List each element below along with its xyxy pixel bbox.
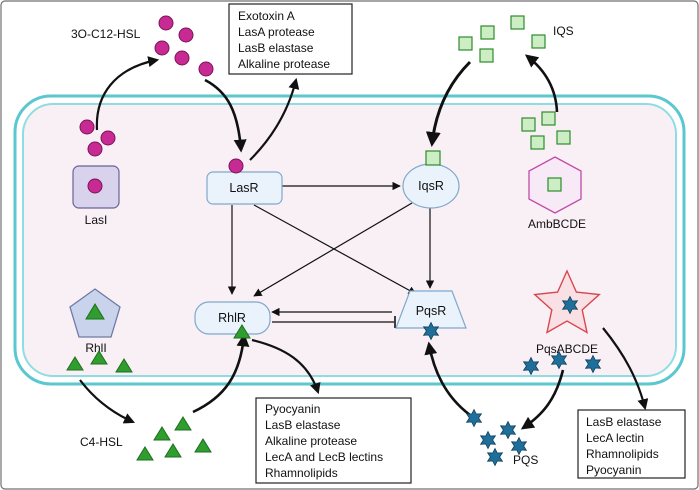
iqs-molecule [530,135,545,150]
lasr-receptor [206,171,283,205]
rhl-product-item: LecA and LecB lectins [265,450,383,464]
lasi-label: LasI [85,213,108,227]
iqs-molecule [479,48,494,63]
pqs-molecule [479,430,497,450]
las-products-box [228,3,353,75]
rhl-product-item: LasB elastase [265,418,341,432]
iqs-molecule [541,111,556,126]
las-product-item: Alkaline protease [238,57,330,71]
rhl-product-item: Rhamnolipids [265,466,338,480]
lasr-bound-molecule [228,158,244,174]
pqs-molecule [584,354,602,374]
pqs-molecule [486,447,504,467]
rhlr-label: RhlR [218,311,246,325]
iqs-molecule [510,15,525,30]
oc12-hsl-molecule [79,119,95,135]
iqs-molecule [556,130,571,145]
pqs-molecule [550,350,568,370]
oc12-hsl-molecule [100,130,116,146]
las-product-item: LasA protease [238,25,315,39]
c4-hsl-molecule [164,443,182,458]
oc12-hsl-molecule [87,141,103,157]
iqs-molecule [531,34,546,49]
c4-hsl-molecules [66,350,212,461]
arrow-rhlr-to-rhl-products [251,338,321,395]
arrow-pqsabcde-to-pqs-products [602,327,649,411]
c4-hsl-label: C4-HSL [80,435,123,449]
arrow-iqs-to-iqsr [425,60,472,147]
pqs-molecules [422,295,602,467]
rhl-product-item: Pyocyanin [265,402,320,416]
arrow-iqsr-to-rhlr [253,202,413,297]
rhlr-bound-molecule [233,324,251,339]
iqs-molecules [458,15,571,150]
iqs-molecule [521,117,536,132]
arrow-lasr-to-pqsr [253,204,417,295]
arrow-ambbcde-to-iqs [524,54,559,113]
ambbcde-bound-molecule [547,177,562,192]
arrow-pqs-to-pqsr [424,341,471,417]
c4-hsl-molecule [153,426,171,441]
las-product-item: LasB elastase [238,41,314,55]
pqs-molecule [499,420,517,440]
oc12-hsl-molecule [174,50,190,66]
pqs-products-box [577,409,686,479]
iqsr-bound-molecule [425,150,441,166]
pqs-molecule [465,408,483,428]
pqs-label: PQS [513,453,538,467]
pqsr-label: PqsR [416,304,447,318]
pqs-molecule [510,436,528,456]
arrow-pqsabcde-to-pqs [520,369,565,430]
lasi-bound-molecule [87,178,103,194]
rhli-bound-molecule [85,303,105,320]
iqs-molecule [480,25,495,40]
arrow-lasr-to-las-products [249,77,300,161]
pqsr-receptor [395,290,467,329]
rhl-product-item: Alkaline protease [265,434,357,448]
iqs-molecule [458,36,473,51]
rhlr-receptor [194,301,271,335]
oc12-hsl-molecule [178,27,194,43]
c4-hsl-molecule [174,416,192,431]
arrow-rhli-to-c4 [79,379,136,424]
rhli-label: RhlI [85,341,106,355]
c4-hsl-molecule [194,438,212,453]
pqs-product-item: Rhamnolipids [586,447,659,461]
oc12-hsl-label: 3O-C12-HSL [71,27,141,41]
arrow-c4-to-rhlr [192,333,250,414]
iqsr-label: IqsR [418,179,444,193]
pqsabcde-label: PqsABCDE [536,342,598,356]
c4-hsl-molecule [66,356,84,371]
c4-hsl-molecule [136,446,154,461]
arrow-lasi-to-oc12 [95,56,160,131]
pqs-product-item: Pyocyanin [586,463,641,477]
pqs-molecule [522,356,540,376]
ambbcde-label: AmbBCDE [528,217,586,231]
pqs-molecule [422,321,440,341]
oc12-hsl-molecule [154,40,170,56]
pqs-product-item: LasB elastase [586,415,662,429]
pqs-molecule [561,295,579,315]
oc12-hsl-molecule [198,61,214,77]
rhl-products-box [255,397,412,484]
cell-membrane-outer [13,94,686,386]
oc12-hsl-molecule [158,15,174,31]
c4-hsl-molecule [90,350,108,365]
pqs-product-item: LecA lectin [586,431,644,445]
las-product-item: Exotoxin A [238,9,295,23]
iqs-label: IQS [553,24,574,38]
oc12-hsl-molecules [79,15,214,157]
arrow-oc12-to-lasr [204,78,247,153]
c4-hsl-molecule [115,358,133,373]
lasr-label: LasR [229,181,258,195]
